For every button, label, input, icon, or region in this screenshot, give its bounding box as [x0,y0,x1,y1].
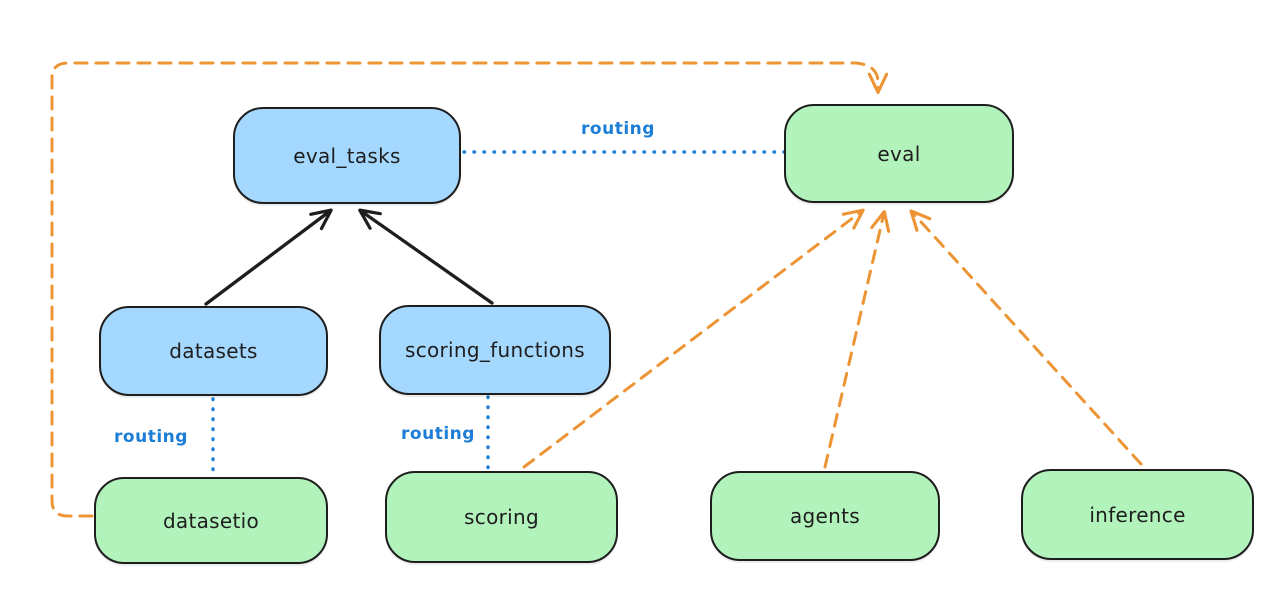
edge-datasets-to-eval-tasks [204,208,333,306]
edge-scoring-to-eval [522,208,865,469]
edge-label-routing-scoring: routing [401,424,475,444]
node-eval-tasks: eval_tasks [233,107,461,204]
edge-datasetio-to-eval [50,61,889,518]
node-agents: agents [710,471,940,561]
node-eval: eval [784,104,1014,203]
edge-label-routing-datasets: routing [114,427,188,447]
node-datasetio: datasetio [94,477,328,564]
node-inference: inference [1021,469,1254,560]
edge-label-routing-top: routing [581,119,655,139]
node-scoring: scoring [385,471,618,563]
edge-scoring-functions-to-eval-tasks [358,208,494,305]
edge-inference-to-eval [909,209,1143,466]
edge-agents-to-eval [823,210,891,469]
node-datasets: datasets [99,306,328,396]
node-scoring-functions: scoring_functions [379,305,611,395]
